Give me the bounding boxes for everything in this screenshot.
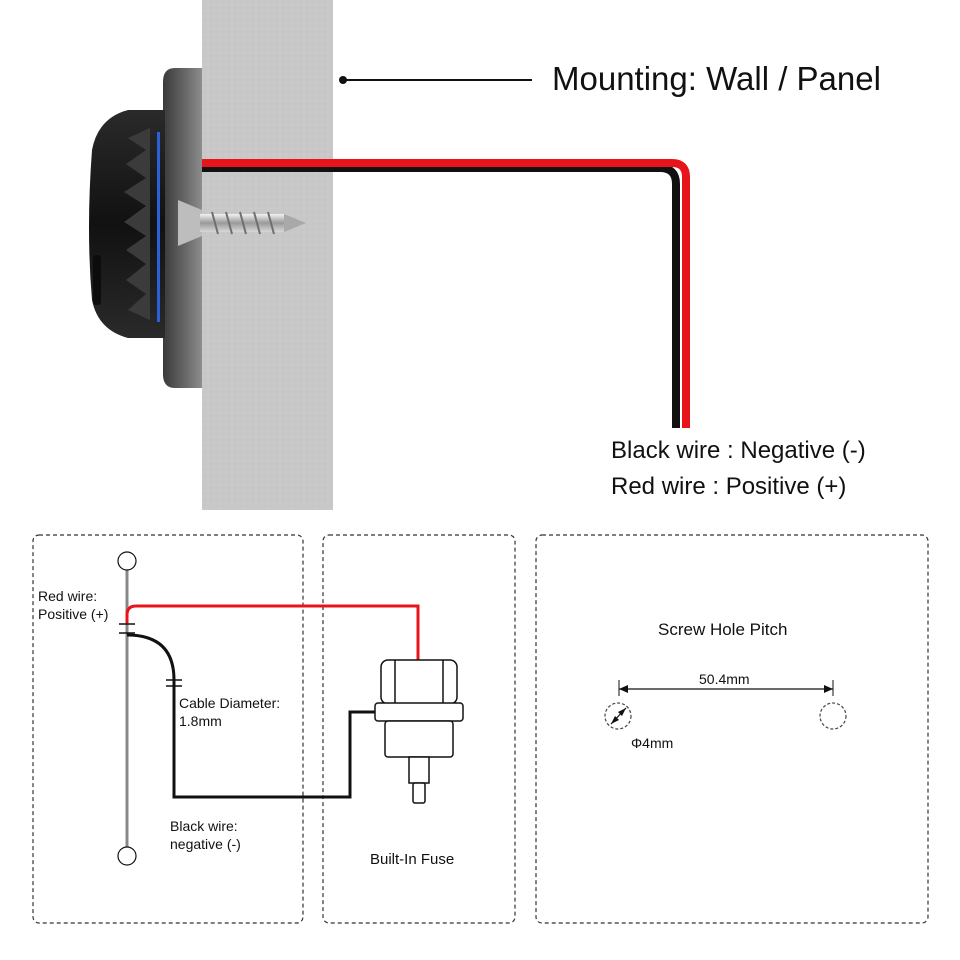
black-wire-label: Black wire : Negative (-) xyxy=(611,437,866,464)
schematic-red-wire-line1: Red wire: xyxy=(38,588,98,604)
mounting-label: Mounting: Wall / Panel xyxy=(552,60,881,97)
fuse-holder-icon xyxy=(374,659,464,804)
wiring-schematic xyxy=(117,551,420,866)
cable-diameter-line2: 1.8mm xyxy=(179,713,222,729)
fuse-label: Built-In Fuse xyxy=(370,851,455,868)
wall-panel xyxy=(202,0,333,510)
schematic-black-wire-label: Black wire: negative (-) xyxy=(170,817,241,853)
schematic-black-wire-line1: Black wire: xyxy=(170,818,238,834)
screw-hole-drawing xyxy=(604,680,847,730)
schematic-black-wire-line2: negative (-) xyxy=(170,836,241,852)
wire-pair xyxy=(202,159,690,428)
screw-pitch-title: Screw Hole Pitch xyxy=(658,620,788,639)
screw-hole-diameter: Φ4mm xyxy=(631,735,674,751)
panel-borders xyxy=(32,534,929,924)
screw-pitch-value: 50.4mm xyxy=(699,671,750,687)
cable-diameter-label: Cable Diameter: 1.8mm xyxy=(179,694,280,730)
cable-diameter-line1: Cable Diameter: xyxy=(179,695,281,711)
schematic-red-wire-line2: Positive (+) xyxy=(38,606,109,622)
mounting-leader xyxy=(339,76,532,84)
schematic-red-wire-label: Red wire: Positive (+) xyxy=(38,587,108,623)
screw-illustration xyxy=(178,200,306,246)
red-wire-label: Red wire : Positive (+) xyxy=(611,473,847,500)
